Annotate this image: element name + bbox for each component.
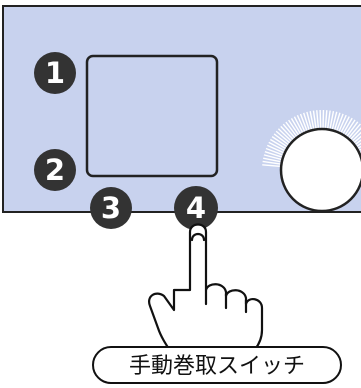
marker-2-label: 2: [45, 153, 65, 187]
dial-tick: [333, 112, 341, 132]
dial-tick: [351, 131, 361, 143]
marker-1-label: 1: [45, 56, 65, 90]
dial-tick: [309, 111, 315, 130]
dial-tick: [266, 144, 285, 154]
manual-rewind-switch-callout: 手動巻取スイッチ: [92, 346, 342, 384]
dial-tick: [331, 111, 338, 131]
dial-tick: [263, 154, 283, 161]
marker-3-label: 3: [101, 191, 121, 225]
display-window: [85, 54, 219, 178]
dial-tick: [343, 119, 356, 137]
dial-tick: [282, 123, 297, 140]
dial-tick: [302, 112, 311, 132]
dial-tick: [263, 157, 282, 163]
dial-tick: [335, 113, 344, 132]
dial-tick: [277, 128, 293, 143]
dial-tick: [329, 110, 335, 130]
pointing-hand-icon: [148, 223, 264, 362]
dial-tick: [342, 117, 353, 135]
dial-tick: [339, 116, 350, 134]
callout-label: 手動巻取スイッチ: [129, 354, 305, 379]
dial-tick: [268, 141, 286, 152]
dial-tick: [355, 142, 361, 148]
dial-tick: [345, 121, 359, 138]
dial-tick: [273, 133, 290, 146]
marker-3: 3: [90, 187, 132, 229]
dial-tick: [271, 136, 289, 148]
dial-tick: [326, 110, 331, 130]
dial-tick: [299, 113, 308, 132]
dial-tick: [280, 125, 295, 141]
dial-tick: [316, 110, 320, 130]
dial-tick: [262, 160, 282, 165]
dial-tick: [262, 164, 282, 168]
dial-tick: [352, 135, 361, 144]
dial-tick: [275, 130, 292, 145]
marker-1: 1: [34, 52, 76, 94]
dial-tick: [290, 118, 302, 136]
dial-tick: [265, 147, 284, 156]
dial-tick: [296, 114, 306, 133]
dial-tick: [324, 110, 328, 130]
dial-knob: [279, 127, 361, 213]
dial-tick: [354, 139, 361, 146]
marker-4-button[interactable]: 4: [174, 186, 218, 230]
rotary-dial-icon: [262, 110, 361, 213]
dial-tick: [312, 110, 317, 130]
marker-4-label: 4: [186, 191, 206, 225]
dial-tick: [347, 123, 361, 139]
dial-tick: [337, 114, 347, 133]
dial-tick: [356, 145, 361, 150]
dial-tick: [264, 150, 284, 159]
dial-tick: [285, 121, 298, 138]
dial-tick: [270, 138, 288, 150]
marker-2: 2: [34, 149, 76, 191]
dial-tick: [288, 119, 300, 137]
dial-tick: [306, 111, 313, 131]
dial-tick: [293, 116, 304, 134]
dial-tick: [319, 110, 322, 130]
